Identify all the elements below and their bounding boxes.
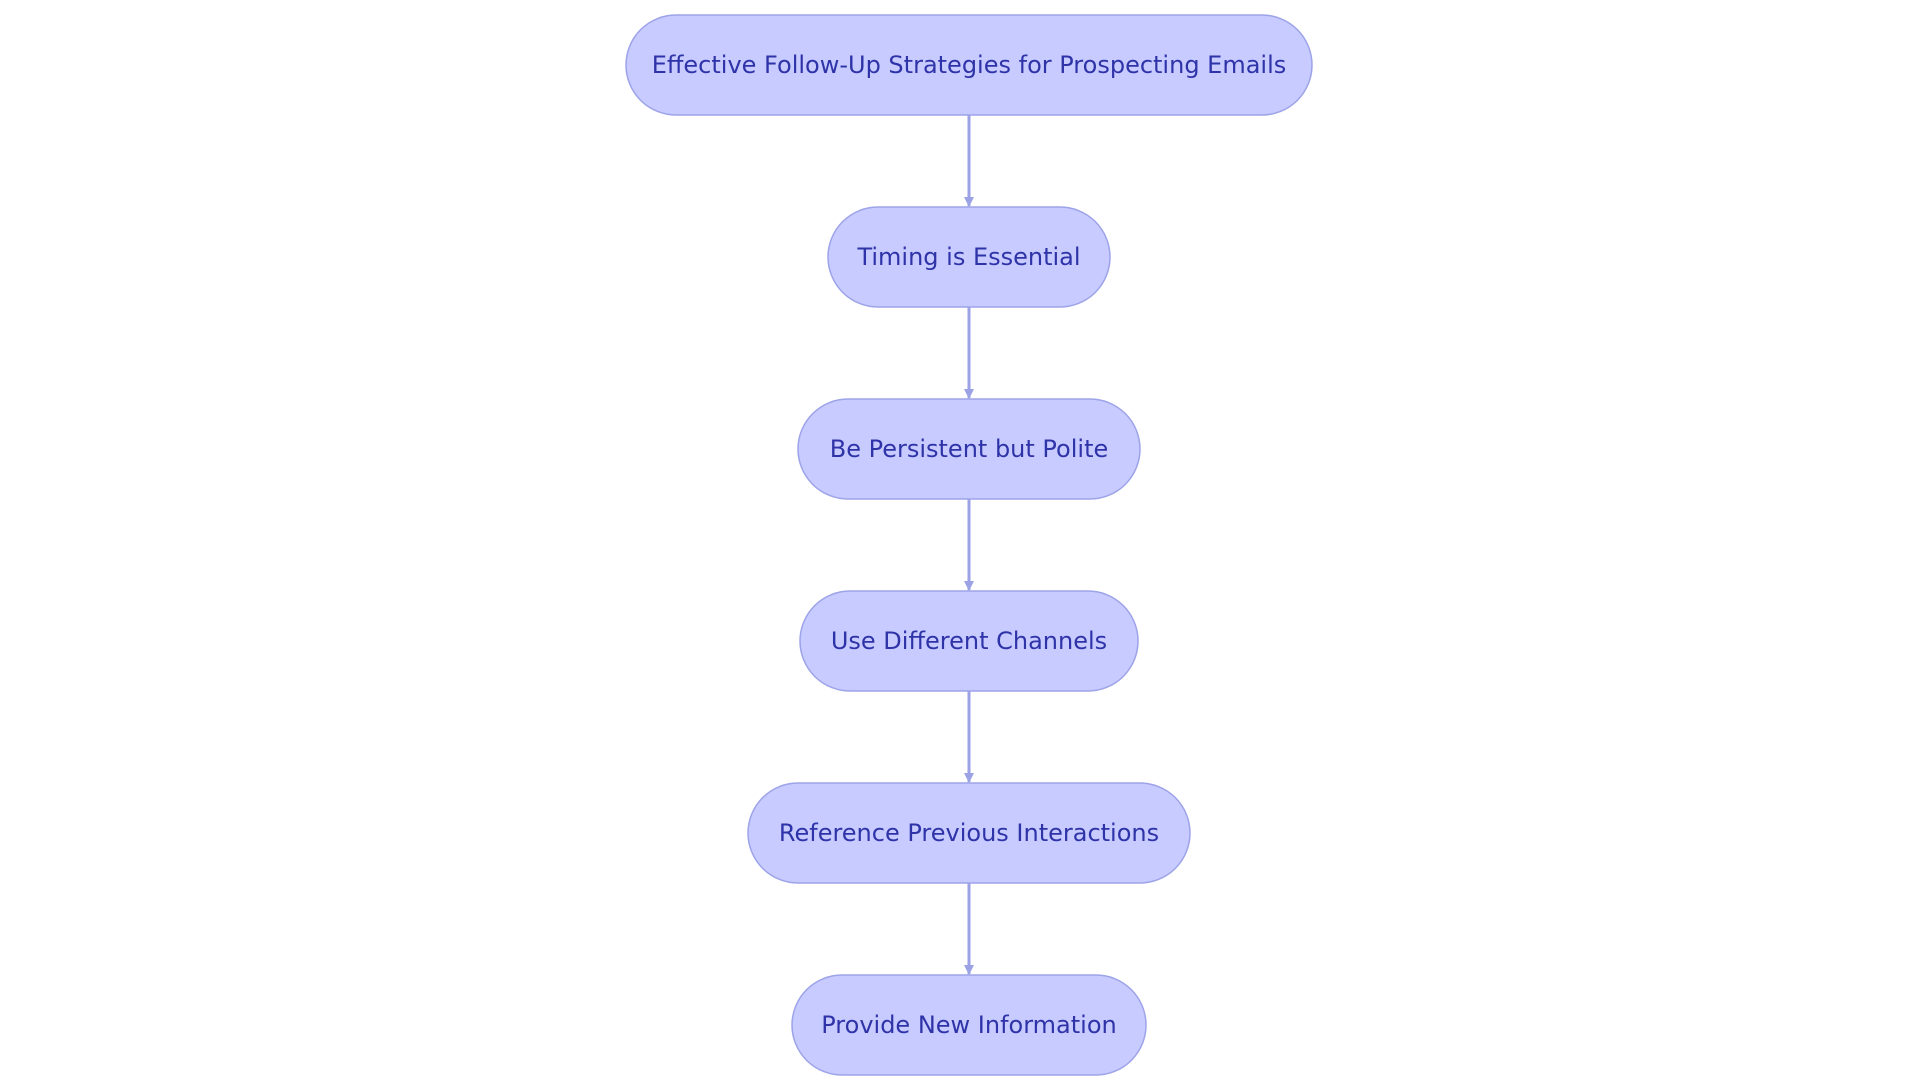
- flow-node-n3: Use Different Channels: [799, 590, 1139, 692]
- flow-node-n5: Provide New Information: [791, 974, 1147, 1076]
- flow-node-n0: Effective Follow-Up Strategies for Prosp…: [625, 14, 1313, 116]
- flow-node-label: Provide New Information: [821, 1011, 1116, 1039]
- flow-node-label: Use Different Channels: [831, 627, 1107, 655]
- flow-node-n2: Be Persistent but Polite: [797, 398, 1141, 500]
- flow-node-label: Timing is Essential: [856, 243, 1080, 271]
- flow-node-shape: [747, 782, 1191, 884]
- flow-node-shape: [827, 206, 1111, 308]
- flow-node-shape: [797, 398, 1141, 500]
- flow-node-n4: Reference Previous Interactions: [747, 782, 1191, 884]
- nodes-layer: Effective Follow-Up Strategies for Prosp…: [625, 14, 1313, 1076]
- flow-node-shape: [791, 974, 1147, 1076]
- flow-node-label: Reference Previous Interactions: [779, 819, 1159, 847]
- flow-node-shape: [625, 14, 1313, 116]
- flow-node-label: Be Persistent but Polite: [830, 435, 1109, 463]
- flow-node-shape: [799, 590, 1139, 692]
- flow-node-n1: Timing is Essential: [827, 206, 1111, 308]
- flow-node-label: Effective Follow-Up Strategies for Prosp…: [652, 51, 1287, 79]
